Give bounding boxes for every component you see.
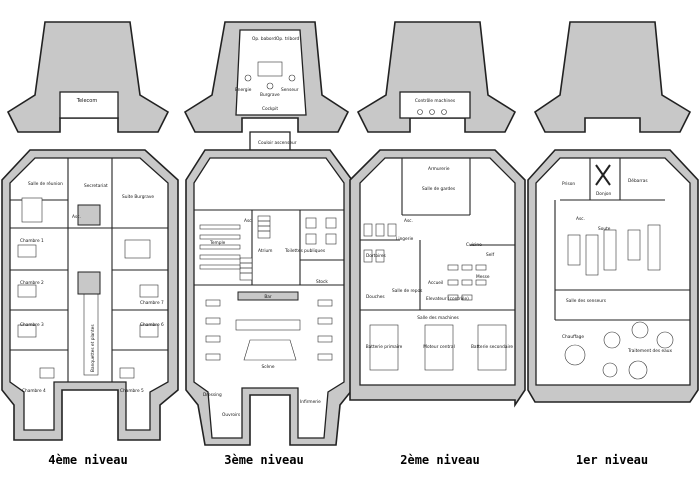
self-label: Self: [486, 252, 495, 258]
prison-label: Prison: [562, 181, 575, 187]
asc3-label: Asc.: [244, 218, 253, 224]
level-4-title: 4ème niveau: [48, 453, 127, 467]
senseur-label: Senseur: [281, 87, 299, 93]
elevateur-label: Elevateur (contrôle): [426, 295, 469, 302]
batterie-primaire-label: Batterie primaire: [366, 344, 403, 350]
dortoires-label: Dortoires: [366, 253, 387, 259]
op-babord-label: Op. babord: [252, 36, 276, 42]
level-4: Telecom Salle de réunion Secretariat Sui…: [1, 21, 179, 467]
batterie-secondaire-label: Batterie secondaire: [471, 344, 513, 350]
lingerie-label: Lingerie: [396, 236, 414, 242]
armurerie-label: Armurerie: [428, 166, 450, 172]
chambre7-label: Chambre 7: [140, 300, 164, 306]
chambre5-label: Chambre 5: [120, 388, 144, 394]
stock-label: Stock: [316, 279, 328, 285]
chambre1-label: Chambre 1: [20, 238, 44, 244]
debarras-label: Débarras: [628, 177, 648, 184]
cuisine-label: Cuisine: [466, 242, 482, 248]
chauffage-label: Chauffage: [562, 334, 584, 340]
telecom-label: Telecom: [76, 98, 98, 104]
salle-repos-label: Salle de repos: [392, 288, 423, 294]
temple-label: Temple: [209, 240, 226, 246]
secretariat-label: Secretariat: [84, 183, 108, 189]
chambre3-label: Chambre 3: [20, 322, 44, 328]
corridor-label: Banquettes et plantes: [90, 324, 96, 372]
energie-label: Energie: [235, 87, 252, 93]
suite-label: Suite Burgrave: [122, 194, 154, 200]
atrium-label: Atrium: [258, 248, 272, 254]
level-1: Prison Donjon Débarras Asc. Soute Salle …: [527, 21, 699, 467]
douches-label: Douches: [366, 294, 385, 300]
chambre4-label: Chambre 4: [22, 388, 46, 394]
traitement-label: Traitement des eaux: [627, 348, 672, 354]
toilettes-label: Toilettes publiques: [284, 248, 326, 254]
couloir-label: Couloir ascenseur: [258, 140, 297, 146]
salle-senseurs-label: Salle des senseurs: [566, 298, 607, 304]
level-1-title: 1er niveau: [576, 453, 648, 467]
salle-machines-label: Salle des machines: [417, 315, 459, 321]
level-2: Contrôle machines Armureri: [349, 21, 526, 467]
level-3: Op. babord Op. tribord Energie Burgrave …: [183, 21, 353, 467]
infirmerie-label: Infirmerie: [300, 399, 321, 405]
donjon-label: Donjon: [596, 191, 611, 197]
dressing-label: Dressing: [203, 392, 222, 398]
bar-label: Bar: [264, 294, 272, 300]
chambre6-label: Chambre 6: [140, 322, 164, 328]
controle-machines-label: Contrôle machines: [415, 97, 456, 104]
scene-label: Scène: [261, 363, 274, 370]
asc2-label: Asc.: [404, 218, 413, 224]
asc4-label: Asc.: [72, 214, 81, 220]
ouvroirs-label: Ouvroirs: [222, 412, 241, 418]
messe-label: Messe: [476, 274, 490, 280]
salle-reunion-label: Salle de réunion: [28, 180, 63, 187]
soute-label: Soute: [598, 226, 611, 232]
level-2-title: 2ème niveau: [400, 453, 479, 467]
chambre2-label: Chambre 2: [20, 280, 44, 286]
op-tribord-label: Op. tribord: [276, 36, 300, 42]
salle-gardes-label: Salle de gardes: [422, 186, 456, 192]
level-3-title: 3ème niveau: [224, 453, 303, 467]
cockpit-label: Cockpit: [262, 106, 278, 112]
accueil-label: Accueil: [428, 280, 443, 286]
asc1-label: Asc.: [576, 216, 585, 222]
moteur-central-label: Moteur central: [423, 344, 455, 350]
burgrave-label: Burgrave: [260, 92, 280, 98]
